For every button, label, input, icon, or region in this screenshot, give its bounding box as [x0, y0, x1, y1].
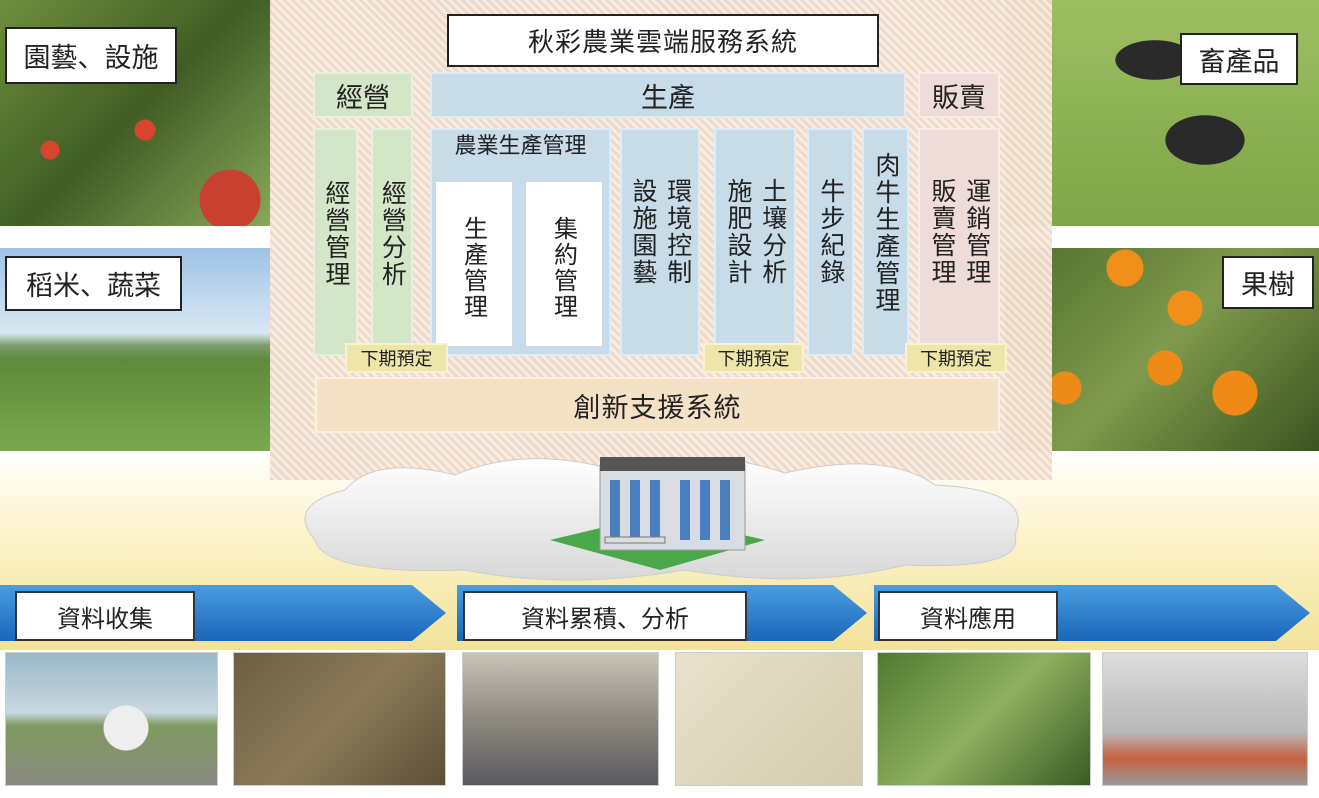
- camera-sensor-photo: [5, 652, 218, 786]
- flow-label-apply: 資料應用: [878, 591, 1058, 641]
- header-production: 生產: [430, 72, 906, 118]
- module-mgmt-admin: 經營管理: [313, 128, 358, 356]
- module-mgmt-analysis: 經營分析: [371, 128, 413, 356]
- module-facility-hort: 環境控制設施園藝: [620, 128, 700, 356]
- label-fruit: 果樹: [1222, 256, 1314, 309]
- office-analysis-photo: [462, 652, 659, 786]
- next-phase-tag: 下期預定: [703, 343, 804, 373]
- module-label: 肉牛生產管理: [871, 152, 901, 314]
- module-label: 牛步紀錄: [816, 178, 846, 286]
- next-phase-tag: 下期預定: [905, 343, 1007, 373]
- submodule-intensive-mgmt: 集約管理: [526, 182, 602, 346]
- flow-label-collect: 資料收集: [15, 591, 195, 641]
- module-label: 農業生產管理: [454, 134, 587, 159]
- label-livestock: 畜產品: [1180, 33, 1298, 85]
- label-horticulture: 園藝、設施: [5, 27, 177, 84]
- module-label: 設施園藝: [629, 178, 658, 286]
- flow-label-analyze: 資料累積、分析: [463, 591, 747, 641]
- office-worker-photo: [1102, 652, 1308, 786]
- module-label: 生產管理: [459, 216, 488, 320]
- header-management: 經營: [313, 72, 413, 118]
- module-label: 施肥設計: [724, 178, 753, 286]
- next-phase-tag: 下期預定: [345, 343, 448, 373]
- module-label: 土壤分析: [758, 178, 788, 286]
- module-cattle-steps: 牛步紀錄: [807, 128, 854, 356]
- module-beef-prod: 肉牛生產管理: [862, 128, 909, 356]
- module-label: 環境控制: [663, 178, 693, 286]
- cloud-server-icon: [304, 457, 1019, 581]
- module-soil-fert: 土壤分析施肥設計: [714, 128, 796, 356]
- module-label: 販賣管理: [928, 178, 957, 286]
- innovation-support-system: 創新支援系統: [315, 377, 1000, 433]
- map-screen-photo: [675, 652, 863, 786]
- module-label: 經營分析: [378, 180, 408, 288]
- header-sales: 販賣: [918, 72, 1000, 118]
- system-title: 秋彩農業雲端服務系統: [447, 14, 879, 67]
- mobile-field-photo: [877, 652, 1091, 786]
- module-label: 集約管理: [549, 216, 578, 320]
- label-rice: 稻米、蔬菜: [5, 256, 182, 311]
- submodule-prod-mgmt: 生產管理: [436, 182, 512, 346]
- module-sales: 運銷管理販賣管理: [918, 128, 1000, 356]
- soil-sensor-photo: [233, 652, 446, 786]
- module-label: 運銷管理: [962, 178, 992, 286]
- module-label: 經營管理: [321, 180, 351, 288]
